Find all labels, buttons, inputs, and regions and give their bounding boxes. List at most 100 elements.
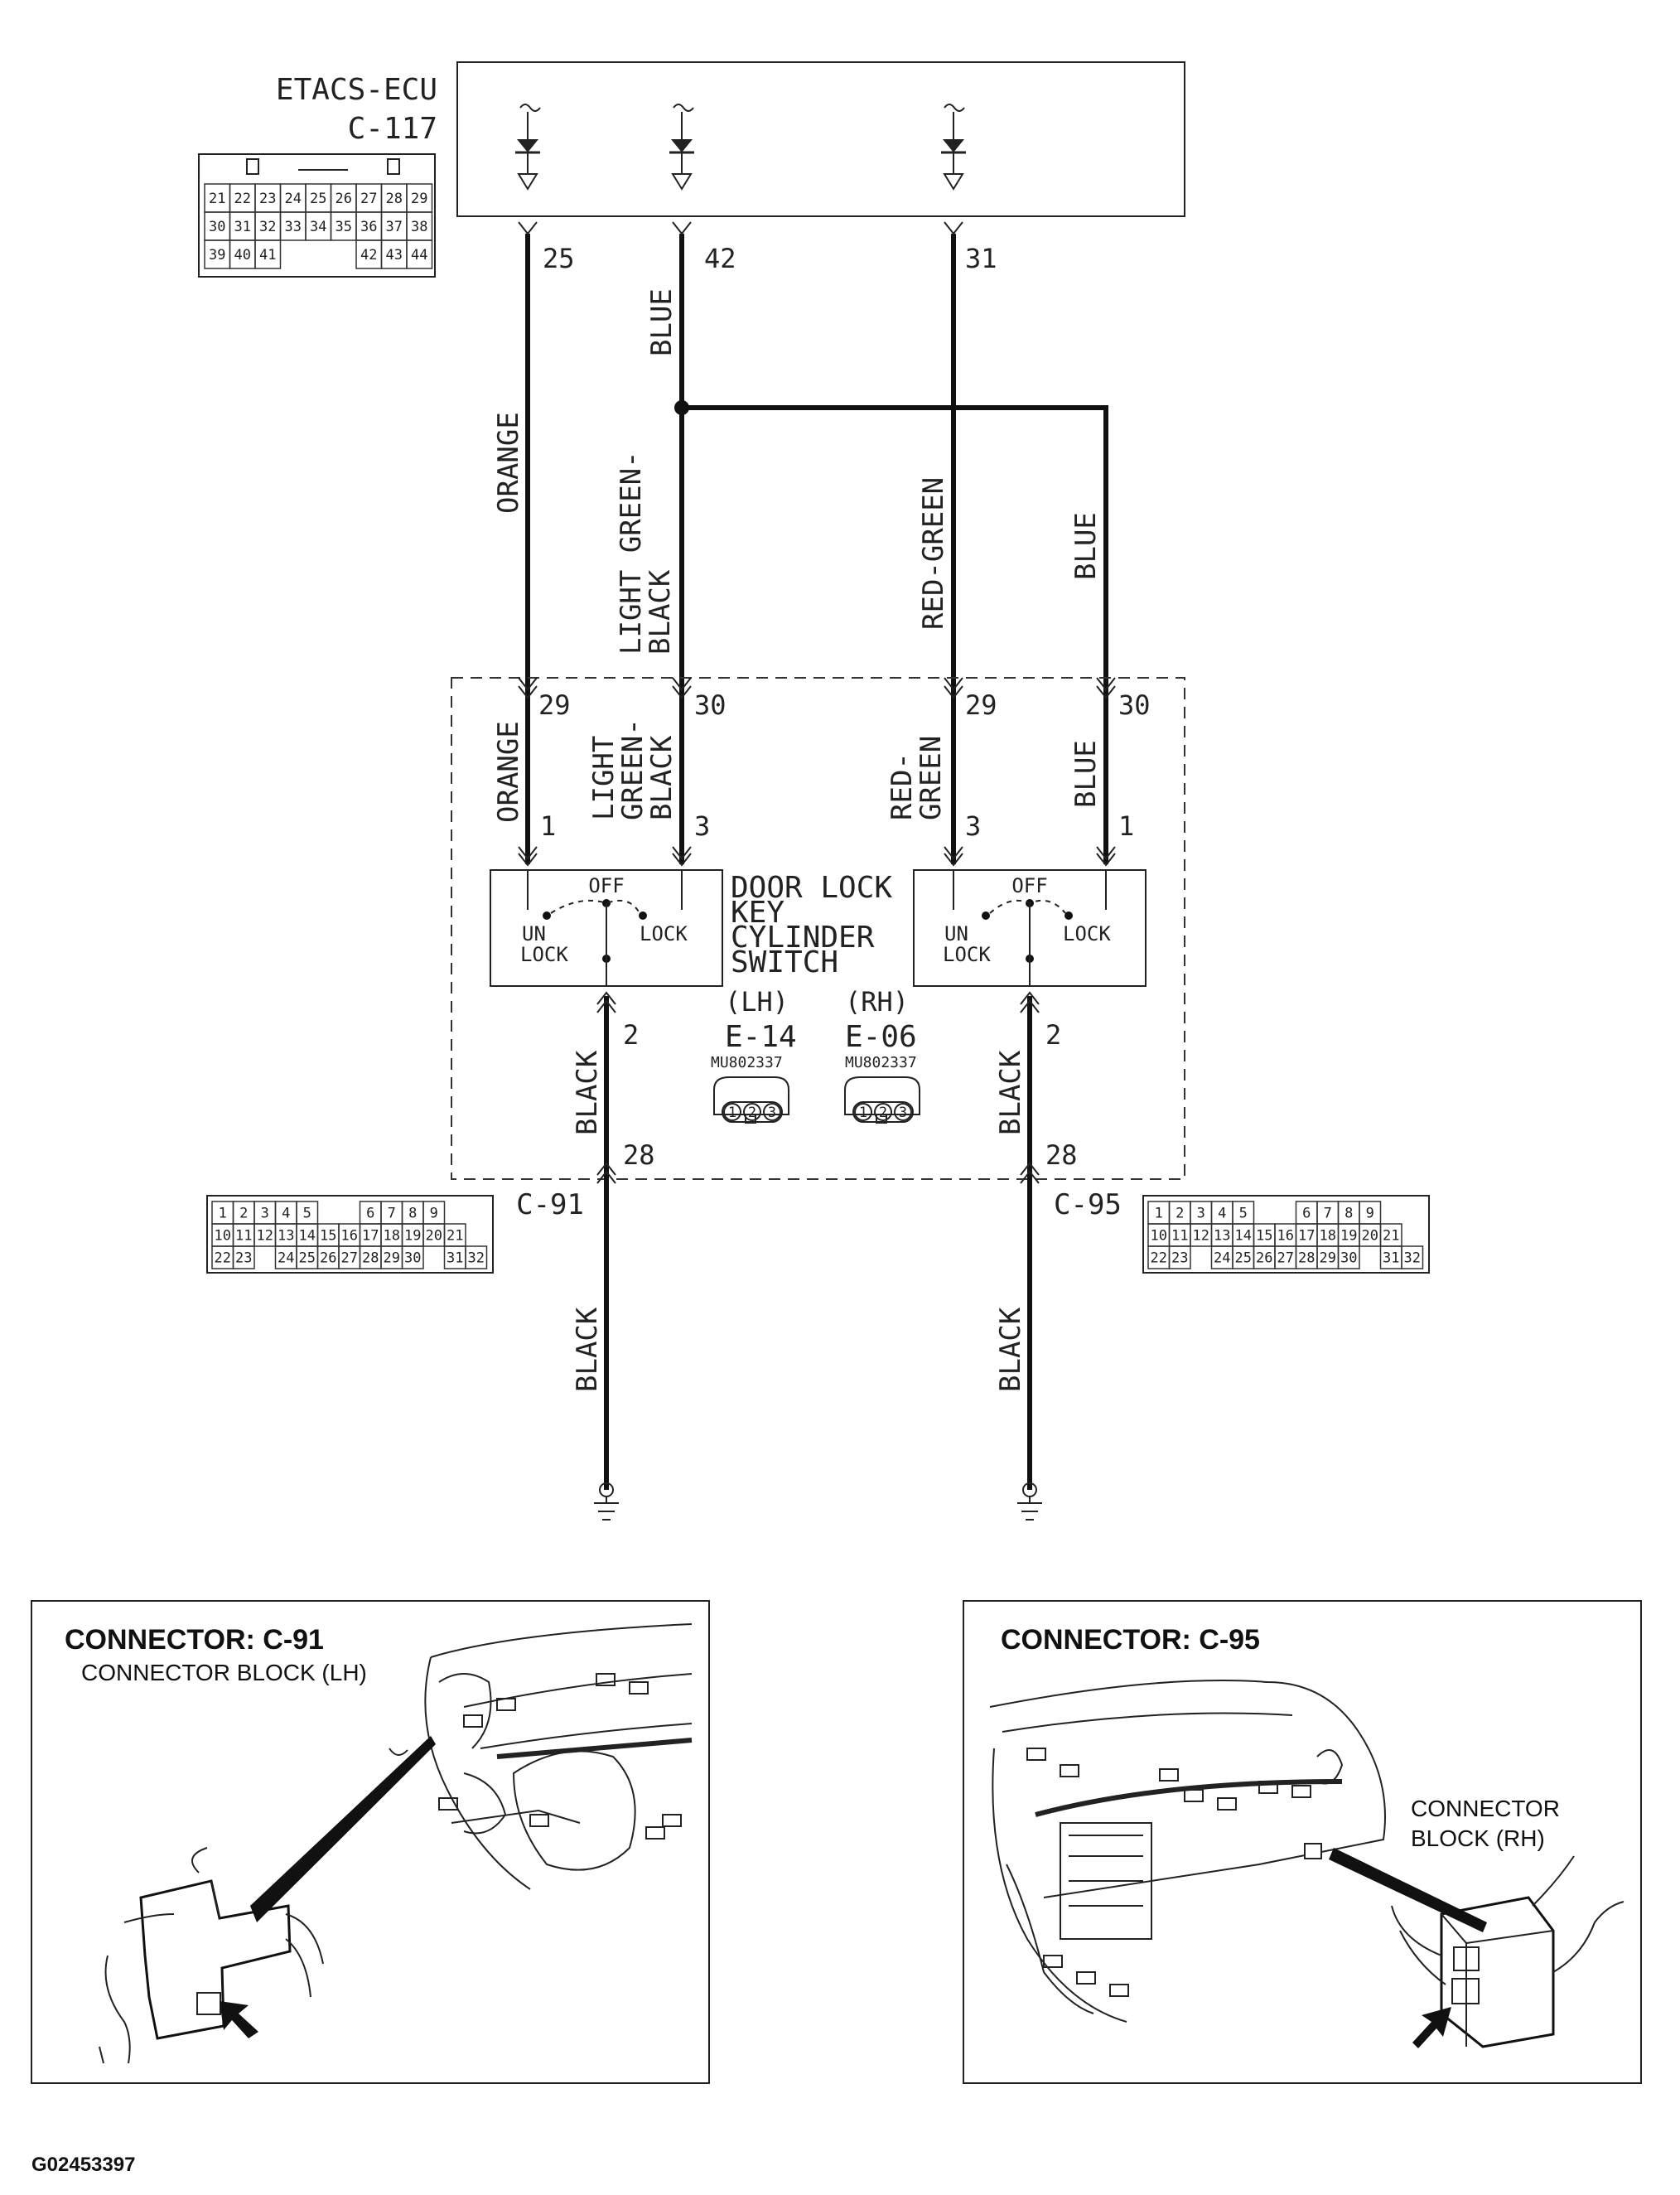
pin-r3: 3 (965, 810, 981, 842)
c91-pin: 25 (299, 1250, 316, 1267)
c95-pin: 7 (1324, 1206, 1332, 1222)
label-black-r1: BLACK (994, 1050, 1027, 1135)
c91-cell (423, 1246, 445, 1269)
c91-pin: 10 (215, 1228, 231, 1245)
c117-pin: 35 (336, 219, 352, 235)
c95-pin: 19 (1340, 1228, 1357, 1245)
label-blue-right: BLUE (1069, 512, 1103, 580)
c91-pin: 2 (239, 1206, 248, 1222)
c117-cell (306, 240, 331, 268)
figure-id: G02453397 (31, 2154, 135, 2176)
c117-pin: 26 (336, 191, 352, 207)
c95-cell (1359, 1246, 1381, 1269)
pin-l28: 28 (623, 1139, 655, 1171)
c91-pin: 8 (408, 1206, 417, 1222)
e06-connector-shape: 1 2 3 (844, 1076, 920, 1124)
e14-pin-3: 3 (768, 1105, 776, 1121)
c91-pin: 9 (430, 1206, 438, 1222)
c95-pin: 3 (1197, 1206, 1205, 1222)
c91-pin: 21 (447, 1228, 463, 1245)
label-light-green-top-1: LIGHT GREEN- (615, 451, 648, 655)
wire-black-rh (1017, 991, 1042, 1521)
c117-pin: 33 (285, 219, 302, 235)
c91-pin: 20 (426, 1228, 442, 1245)
ecu-diode-31 (941, 104, 966, 191)
c95-pin: 24 (1214, 1250, 1230, 1267)
c91-pin: 13 (278, 1228, 294, 1245)
pin-r28: 28 (1045, 1139, 1078, 1171)
c95-cell (1168, 1245, 1191, 1269)
switch-lh-side: (LH) (725, 986, 789, 1018)
c91-cell (254, 1246, 276, 1269)
label-lgb-mid-3: BLACK (645, 735, 678, 820)
c95-cell (1337, 1245, 1360, 1269)
dashboard-lh-illustration (389, 1623, 693, 1890)
switch-rh-un: UN (944, 922, 968, 945)
pin-l30: 30 (694, 689, 727, 721)
label-black-l2: BLACK (571, 1307, 604, 1392)
c91-pin: 26 (320, 1250, 336, 1267)
c91-pin: 22 (215, 1250, 231, 1267)
c117-cell (406, 239, 433, 269)
c117-pin: 30 (209, 219, 225, 235)
c91-pin: 19 (404, 1228, 421, 1245)
pin-r30: 30 (1118, 689, 1151, 721)
c95-pin: 25 (1235, 1250, 1252, 1267)
ecu-diode-25 (515, 104, 541, 191)
c95-pin: 6 (1302, 1206, 1311, 1222)
panel-c95-label-2: BLOCK (RH) (1411, 1825, 1545, 1851)
switch-rh: OFF UN LOCK LOCK (913, 869, 1147, 987)
c95-pin: 15 (1256, 1228, 1272, 1245)
pin-l2: 2 (623, 1019, 639, 1051)
c117-pin: 37 (386, 219, 403, 235)
switch-rh-off: OFF (1011, 874, 1047, 897)
c91-pin: 3 (261, 1206, 269, 1222)
c95-pin: 27 (1277, 1250, 1294, 1267)
label-blue-mid: BLUE (1069, 740, 1103, 808)
c91-cell (465, 1245, 488, 1269)
c117-pin: 34 (310, 219, 326, 235)
c91-pin: 28 (362, 1250, 379, 1267)
pin-r29: 29 (965, 689, 997, 721)
panel-c95 (963, 1600, 1642, 2084)
label-orange-top: ORANGE (492, 412, 525, 514)
c95-pin: 23 (1171, 1250, 1188, 1267)
c95-pin: 8 (1344, 1206, 1353, 1222)
c117-pin: 23 (259, 191, 276, 207)
c91-pin: 15 (320, 1228, 336, 1245)
c91-pin: 1 (219, 1206, 227, 1222)
ecu-name: ETACS-ECU (276, 73, 437, 107)
c91-pin: 11 (235, 1228, 252, 1245)
wire-black-lh (594, 991, 619, 1521)
label-lgb-mid-2: GREEN- (616, 718, 649, 820)
c91-pin: 14 (299, 1228, 316, 1245)
c95-pin: 32 (1404, 1250, 1421, 1267)
c117-pin: 41 (259, 247, 276, 263)
c91-pin: 16 (341, 1228, 358, 1245)
e06-pin-3: 3 (899, 1105, 907, 1121)
c95-pin: 31 (1383, 1250, 1399, 1267)
c91-pin: 30 (404, 1250, 421, 1267)
pin-l29: 29 (538, 689, 571, 721)
c91-pin: 12 (257, 1228, 273, 1245)
ecu-connector-label: C-117 (348, 112, 437, 146)
c117-pin: 39 (209, 247, 225, 263)
switch-title-2: KEY (731, 896, 784, 930)
label-black-r2: BLACK (994, 1307, 1027, 1392)
c117-pin: 27 (360, 191, 377, 207)
c91-cell (339, 1201, 360, 1224)
c95-pin: 28 (1298, 1250, 1315, 1267)
c91-cell (232, 1245, 255, 1269)
e06-pin-1: 1 (859, 1105, 867, 1121)
e14-pin-1: 1 (728, 1105, 736, 1121)
c95-pin: 18 (1320, 1228, 1336, 1245)
c95-cell (1190, 1246, 1212, 1269)
c91-pin: 31 (447, 1250, 463, 1267)
c117-pin: 21 (209, 191, 225, 207)
c117-cell (281, 240, 307, 268)
wire-blue-branch (674, 400, 1108, 864)
c117-pin: 28 (386, 191, 403, 207)
